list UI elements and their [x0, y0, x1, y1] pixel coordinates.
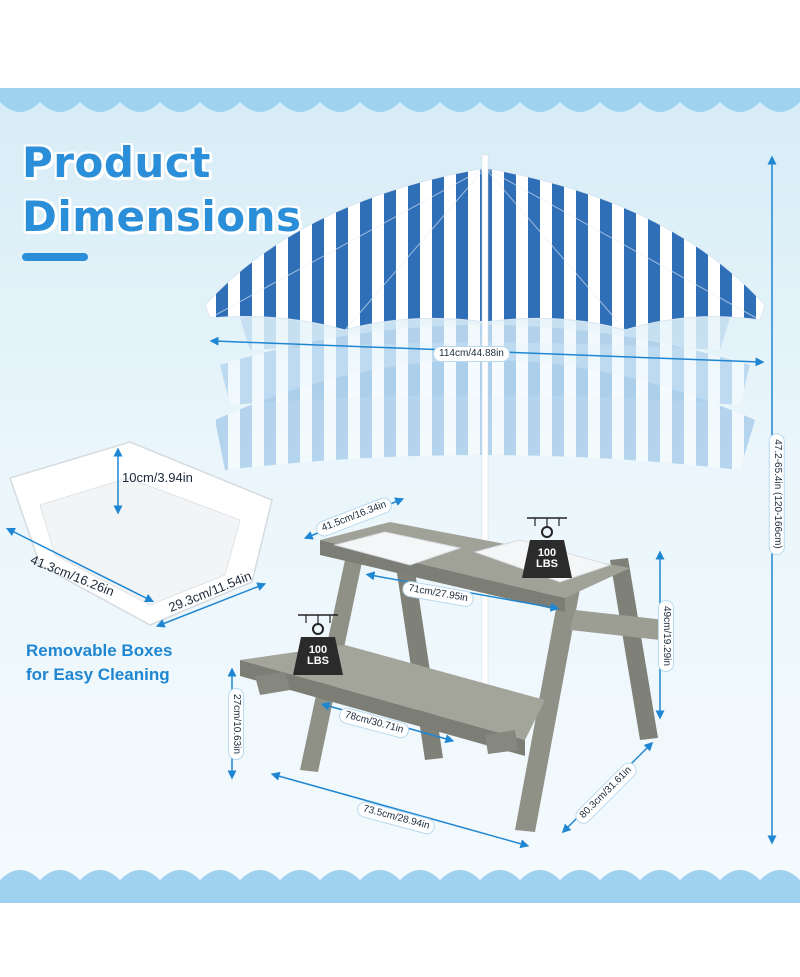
bench-load-value: 100 — [308, 644, 328, 656]
umbrella-pole — [481, 154, 489, 746]
heading-line-1: Product — [22, 138, 211, 187]
umbrella-width-label: 114cm/44.88in — [433, 346, 510, 362]
caption-line-1: Removable Boxes — [26, 641, 173, 660]
total-height-label: 47.2-65.4in (120-166cm) — [768, 433, 785, 555]
bench-load-label: 100 LBS — [302, 645, 334, 667]
weight-icon-table — [522, 517, 572, 578]
weight-icon-bench — [293, 614, 343, 675]
top-scallop-border — [0, 88, 800, 112]
table-height-label: 49cm/19.29in — [658, 599, 675, 673]
bottom-scallop-border — [0, 870, 800, 903]
bench-height-label: 27cm/10.63in — [228, 687, 245, 761]
table-load-unit: LBS — [536, 558, 558, 570]
box-depth-label: 10cm/3.94in — [122, 470, 193, 485]
table-load-label: 100 LBS — [531, 548, 563, 570]
caption-line-2: for Easy Cleaning — [26, 665, 170, 684]
table-load-value: 100 — [537, 547, 557, 559]
heading-line-2: Dimensions — [22, 192, 302, 241]
heading-underline — [22, 253, 88, 261]
bench-load-unit: LBS — [307, 655, 329, 667]
